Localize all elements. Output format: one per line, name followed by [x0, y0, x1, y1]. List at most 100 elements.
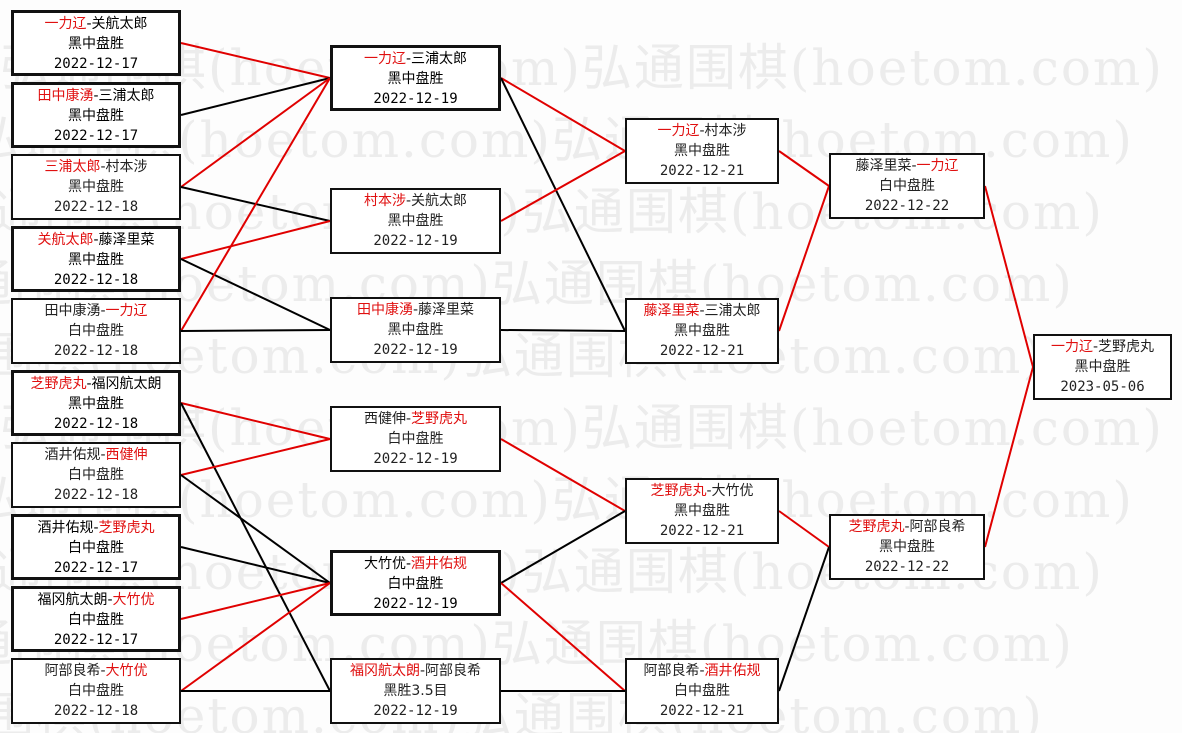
result: 黑中盘胜 — [68, 108, 124, 124]
winner-link-line — [180, 438, 331, 476]
players: 关航太郎-藤泽里菜 — [14, 230, 178, 250]
player-black: 芝野虎丸 — [848, 519, 905, 535]
player-white: 西健伸 — [105, 447, 148, 463]
player-black: 三浦太郎 — [44, 159, 101, 175]
date: 2022-12-18 — [53, 199, 139, 215]
match-box-round-2-5[interactable]: 大竹优-酒井佑规白中盘胜 2022-12-19 — [330, 550, 501, 616]
player-black: 芝野虎丸 — [30, 376, 87, 392]
separator: - — [699, 303, 705, 319]
separator: - — [100, 663, 106, 679]
player-black: 福冈航太朗 — [37, 592, 108, 608]
winner-link-line — [180, 582, 331, 692]
player-black: 阿部良希 — [44, 663, 101, 679]
loser-link-line — [500, 510, 626, 584]
loser-link-line — [180, 474, 331, 584]
players: 福冈航太朗-阿部良希 — [332, 661, 499, 681]
player-black: 田中康湧 — [356, 302, 413, 318]
player-black: 酒井佑规 — [44, 447, 101, 463]
winner-link-line — [500, 150, 626, 222]
result: 黑中盘胜 — [387, 322, 444, 338]
player-white: 三浦太郎 — [98, 88, 155, 104]
player-white: 芝野虎丸 — [1098, 339, 1155, 355]
separator: - — [100, 447, 106, 463]
result: 白中盘胜 — [68, 540, 124, 556]
date: 2022-12-18 — [53, 416, 139, 432]
players: 田中康湧-三浦太郎 — [14, 86, 178, 106]
separator: - — [1092, 339, 1099, 355]
players: 一力辽-关航太郎 — [14, 14, 178, 34]
result: 白中盘胜 — [387, 431, 444, 447]
date: 2022-12-22 — [864, 198, 950, 214]
player-white: 酒井佑规 — [704, 663, 761, 679]
player-white: 三浦太郎 — [411, 51, 468, 67]
players: 一力辽-芝野虎丸 — [1035, 337, 1170, 357]
player-white: 酒井佑规 — [411, 556, 468, 572]
date: 2022-12-17 — [53, 560, 139, 576]
players: 藤泽里菜-三浦太郎 — [627, 301, 777, 321]
player-black: 藤泽里菜 — [855, 158, 912, 174]
players: 藤泽里菜-一力辽 — [831, 156, 983, 176]
date: 2022-12-19 — [373, 233, 458, 249]
date: 2022-12-17 — [53, 56, 139, 72]
players: 芝野虎丸-大竹优 — [627, 481, 777, 501]
player-white: 阿部良希 — [425, 663, 482, 679]
winner-link-line — [180, 77, 331, 332]
separator: - — [86, 16, 92, 32]
players: 阿部良希-大竹优 — [13, 661, 179, 681]
result: 白中盘胜 — [387, 576, 444, 592]
separator: - — [405, 411, 412, 427]
players: 酒井佑规-西健伸 — [13, 445, 179, 465]
separator: - — [93, 88, 99, 104]
result: 白中盘胜 — [674, 683, 730, 699]
winner-link-line — [180, 402, 331, 440]
player-black: 西健伸 — [363, 411, 406, 427]
date: 2022-12-17 — [53, 128, 139, 144]
separator: - — [93, 232, 99, 248]
player-black: 一力辽 — [44, 16, 87, 32]
loser-link-line — [180, 258, 331, 331]
player-black: 田中康湧 — [37, 88, 94, 104]
player-black: 藤泽里菜 — [643, 303, 700, 319]
result: 黑中盘胜 — [68, 179, 124, 195]
winner-link-line — [180, 77, 331, 188]
players: 田中康湧-藤泽里菜 — [332, 300, 499, 320]
player-white: 一力辽 — [105, 303, 148, 319]
loser-link-line — [180, 402, 331, 692]
date: 2022-12-17 — [53, 632, 139, 648]
date: 2022-12-19 — [373, 596, 458, 612]
players: 芝野虎丸-福冈航太朗 — [14, 374, 178, 394]
winner-link-line — [778, 185, 830, 332]
winner-link-line — [500, 582, 626, 692]
player-white: 大竹优 — [105, 663, 148, 679]
match-box-round-1-2[interactable]: 田中康湧-三浦太郎黑中盘胜 2022-12-17 — [11, 82, 181, 148]
player-black: 村本涉 — [363, 193, 406, 209]
player-white: 大竹优 — [711, 483, 754, 499]
separator: - — [405, 51, 412, 67]
players: 一力辽-三浦太郎 — [333, 49, 498, 69]
player-white: 大竹优 — [112, 592, 155, 608]
players: 大竹优-酒井佑规 — [333, 554, 498, 574]
players: 芝野虎丸-阿部良希 — [831, 517, 983, 537]
